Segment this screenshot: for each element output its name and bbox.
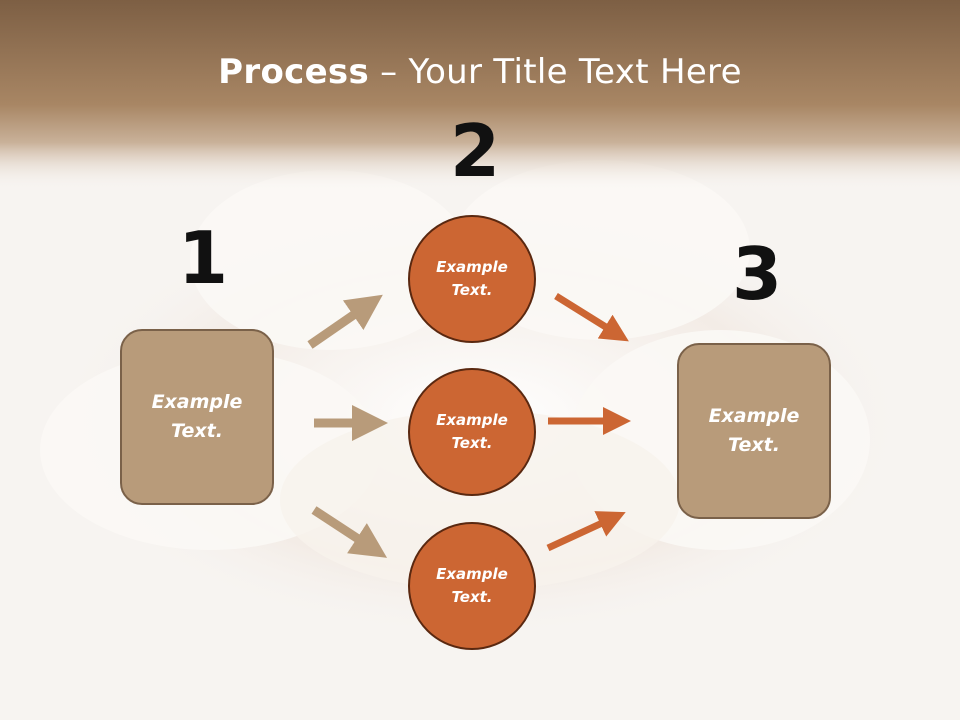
circle-1-line2: Text. (451, 281, 493, 299)
step-number-1: 1 (178, 216, 229, 300)
right-box: Example Text. (677, 343, 831, 519)
circle-2: Example Text. (408, 368, 536, 496)
arrow-circle3-to-box3 (546, 511, 626, 552)
step-number-3: 3 (732, 232, 783, 316)
circle-2-line2: Text. (451, 434, 493, 452)
circle-3: Example Text. (408, 522, 536, 650)
left-box: Example Text. (120, 329, 274, 505)
circle-2-line1: Example (436, 411, 508, 429)
title-rest: – Your Title Text Here (369, 52, 742, 92)
circle-1: Example Text. (408, 215, 536, 343)
left-box-line2: Text. (171, 420, 223, 442)
right-box-line1: Example (708, 405, 800, 427)
arrow-box1-to-circle3 (311, 506, 388, 558)
arrow-box1-to-circle1 (307, 294, 383, 349)
step-number-2: 2 (450, 109, 501, 193)
left-box-line1: Example (151, 391, 243, 413)
slide-title: Process – Your Title Text Here (0, 52, 960, 92)
title-bold: Process (218, 52, 370, 92)
arrow-circle1-to-box3 (554, 293, 629, 342)
circle-3-line1: Example (436, 565, 508, 583)
circle-1-line1: Example (436, 258, 508, 276)
circle-3-line2: Text. (451, 588, 493, 606)
right-box-line2: Text. (728, 434, 780, 456)
